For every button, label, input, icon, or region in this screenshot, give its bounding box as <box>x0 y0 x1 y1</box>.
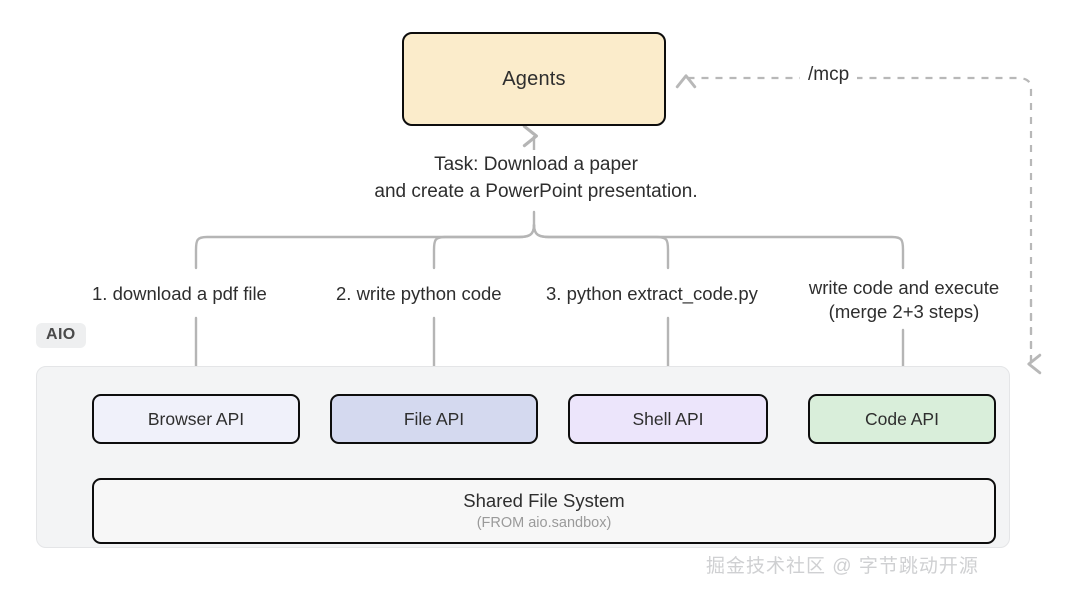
step-label-4-sub: (merge 2+3 steps) <box>828 301 980 322</box>
step-label-3: 3. python extract_code.py <box>546 283 758 304</box>
code-api-box[interactable]: Code API <box>808 394 996 444</box>
shell-api-box[interactable]: Shell API <box>568 394 768 444</box>
file-api-label: File API <box>403 408 465 429</box>
agents-box[interactable]: Agents <box>402 32 666 126</box>
shared-file-system-box[interactable]: Shared File System (FROM aio.sandbox) <box>92 478 996 544</box>
browser-api-label: Browser API <box>147 408 245 429</box>
task-line-2: and create a PowerPoint presentation. <box>374 181 698 202</box>
watermark: 掘金技术社区 @ 字节跳动开源 <box>706 556 979 577</box>
code-api-label: Code API <box>865 408 939 429</box>
shared-file-system-title: Shared File System <box>463 489 625 511</box>
aio-tag: AIO <box>36 323 86 348</box>
step-label-1: 1. download a pdf file <box>92 283 267 304</box>
step-label-4-main: write code and execute <box>808 277 1000 298</box>
browser-api-box[interactable]: Browser API <box>92 394 300 444</box>
task-description: Task: Download a paper and create a Powe… <box>334 151 738 205</box>
mcp-label: /mcp <box>800 64 858 86</box>
shared-file-system-subtitle: (FROM aio.sandbox) <box>476 514 612 531</box>
step-label-2: 2. write python code <box>336 283 502 304</box>
file-api-box[interactable]: File API <box>330 394 538 444</box>
task-line-1: Task: Download a paper <box>434 154 638 175</box>
agents-branch-lines <box>194 210 905 270</box>
step-label-4: write code and execute (merge 2+3 steps) <box>796 276 1012 324</box>
shell-api-label: Shell API <box>632 408 704 429</box>
agents-label: Agents <box>502 67 566 90</box>
